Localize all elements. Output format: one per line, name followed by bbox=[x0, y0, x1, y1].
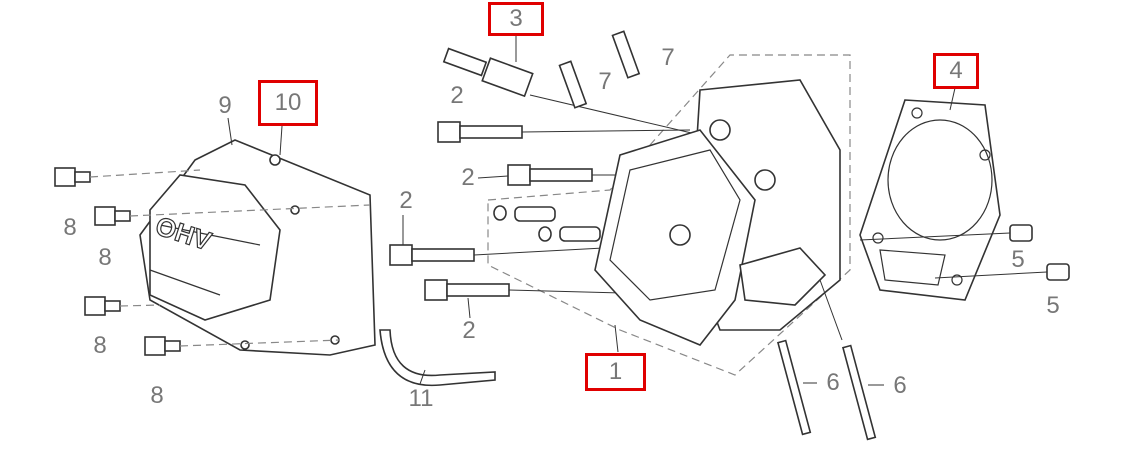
label-5: 5 bbox=[1046, 292, 1060, 319]
bolts-8 bbox=[54, 167, 371, 356]
label-8: 8 bbox=[93, 332, 107, 359]
label-4: 4 bbox=[949, 57, 963, 84]
label-6: 6 bbox=[893, 372, 907, 399]
label-6: 6 bbox=[826, 369, 840, 396]
label-2: 2 bbox=[461, 164, 475, 191]
label-10-highlight[interactable]: 10 bbox=[258, 80, 318, 126]
label-8: 8 bbox=[63, 214, 77, 241]
label-1-highlight[interactable]: 1 bbox=[585, 353, 646, 391]
valve-cover: OHV bbox=[139, 139, 376, 356]
label-2: 2 bbox=[450, 82, 464, 109]
label-8: 8 bbox=[98, 244, 112, 271]
label-1: 1 bbox=[608, 358, 623, 385]
breather-hose bbox=[379, 329, 496, 387]
head-gasket bbox=[859, 99, 1001, 301]
label-3: 3 bbox=[509, 5, 523, 32]
label-4-highlight[interactable]: 4 bbox=[933, 53, 979, 89]
label-7: 7 bbox=[661, 44, 675, 71]
label-8: 8 bbox=[150, 382, 164, 409]
label-11: 11 bbox=[408, 385, 434, 412]
label-5: 5 bbox=[1011, 246, 1025, 273]
label-2: 2 bbox=[462, 317, 476, 344]
label-9: 9 bbox=[218, 92, 232, 119]
cylinder-head bbox=[594, 79, 841, 346]
label-2: 2 bbox=[399, 187, 413, 214]
spark-plug bbox=[442, 47, 701, 136]
label-10: 10 bbox=[274, 89, 302, 116]
label-3-highlight[interactable]: 3 bbox=[488, 2, 544, 36]
label-7: 7 bbox=[598, 68, 612, 95]
